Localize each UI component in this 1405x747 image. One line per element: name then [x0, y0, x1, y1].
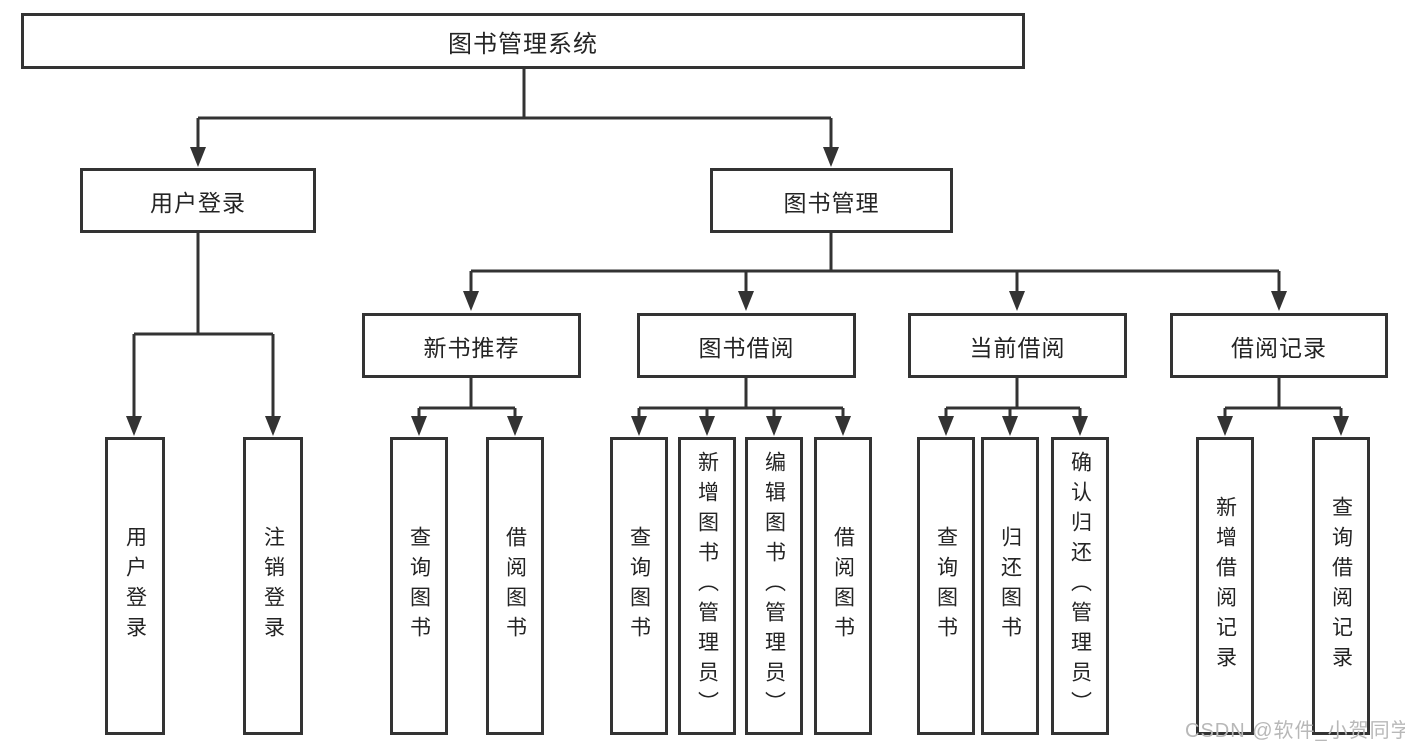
- leaf-label: 查询图书: [627, 526, 651, 646]
- leaf-label: 编辑图书（管理员）: [762, 451, 786, 721]
- node-book-management: 图书管理: [710, 168, 953, 233]
- leaf-label: 确认归还（管理员）: [1068, 451, 1092, 721]
- node-borrow-books-borrowing: 借阅图书: [814, 437, 872, 735]
- node-query-books-borrowing: 查询图书: [610, 437, 668, 735]
- leaf-label: 新增借阅记录: [1213, 496, 1237, 676]
- node-return-books: 归还图书: [981, 437, 1039, 735]
- leaf-label: 查询借阅记录: [1329, 496, 1353, 676]
- node-book-borrowing: 图书借阅: [637, 313, 856, 378]
- node-confirm-return-admin: 确认归还（管理员）: [1051, 437, 1109, 735]
- leaf-label: 查询图书: [407, 526, 431, 646]
- leaf-label: 归还图书: [998, 526, 1022, 646]
- node-add-book-admin: 新增图书（管理员）: [678, 437, 736, 735]
- leaf-label: 注销登录: [261, 526, 285, 646]
- node-user-login-leaf: 用户登录: [105, 437, 165, 735]
- node-borrowing-records: 借阅记录: [1170, 313, 1388, 378]
- leaf-label: 查询图书: [934, 526, 958, 646]
- leaf-label: 借阅图书: [831, 526, 855, 646]
- node-edit-book-admin: 编辑图书（管理员）: [745, 437, 803, 735]
- node-logout-leaf: 注销登录: [243, 437, 303, 735]
- leaf-label: 新增图书（管理员）: [695, 451, 719, 721]
- node-borrow-books-recommend: 借阅图书: [486, 437, 544, 735]
- node-new-book-recommend: 新书推荐: [362, 313, 581, 378]
- leaf-label: 用户登录: [123, 526, 147, 646]
- node-add-borrow-record: 新增借阅记录: [1196, 437, 1254, 735]
- node-library-system: 图书管理系统: [21, 13, 1025, 69]
- node-current-borrowing: 当前借阅: [908, 313, 1127, 378]
- node-query-books-current: 查询图书: [917, 437, 975, 735]
- watermark: CSDN @软件_小贺同学: [1185, 720, 1405, 742]
- node-query-borrow-record: 查询借阅记录: [1312, 437, 1370, 735]
- node-user-login: 用户登录: [80, 168, 316, 233]
- leaf-label: 借阅图书: [503, 526, 527, 646]
- node-query-books-recommend: 查询图书: [390, 437, 448, 735]
